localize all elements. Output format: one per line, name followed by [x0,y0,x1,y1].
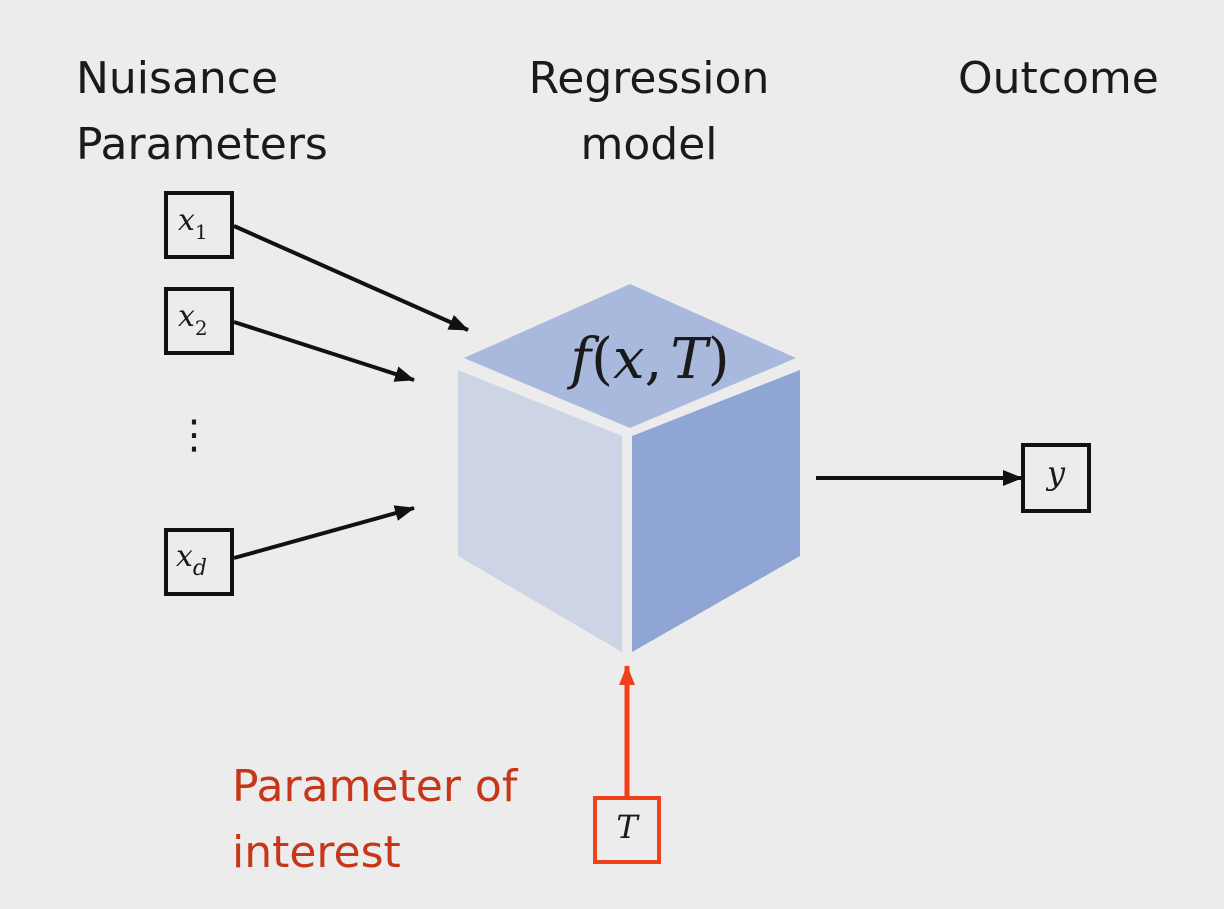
regression-model-heading: Regression model [526,46,772,178]
input-x2-box: x2 [164,287,234,355]
cube-right-face [632,370,800,652]
svg-text:xd: xd [176,539,207,581]
model-T: T [670,327,711,392]
parameter-of-interest-heading: Parameter of interest [232,754,517,886]
arrow-xd-to-model [233,505,415,560]
outcome-heading: Outcome [958,46,1159,112]
arrow-x1-to-model [233,224,469,332]
nuisance-parameters-heading: Nuisance Parameters [76,46,328,178]
interest-heading-line-1: Parameter of [232,761,518,812]
treatment-T-box: T [593,796,661,864]
input-xd-box: xd [164,528,234,596]
treatment-T-var: T [616,808,640,846]
regression-heading-line-2: model [580,119,718,170]
output-y-box: y [1021,443,1091,513]
xd-var: x [176,539,193,574]
input-x1-box: x1 [164,191,234,259]
x1-sub: 1 [195,220,208,244]
arrow-x2-to-model [233,320,415,382]
xd-sub: d [193,556,207,581]
model-open-paren: ( [591,327,613,392]
model-comma: , [645,327,663,392]
model-function-label: f(x,T) [566,327,729,392]
model-x: x [613,327,645,392]
cube-top-face [464,284,796,428]
regression-heading-line-1: Regression [528,53,770,104]
x2-sub: 2 [195,316,208,340]
x2-var: x [178,299,195,334]
nuisance-heading-line-1: Nuisance [76,53,279,104]
svg-text:x1: x1 [178,203,208,244]
nuisance-heading-line-2: Parameters [76,119,328,170]
model-close-paren: ) [708,327,730,392]
x1-var: x [178,203,195,238]
svg-text:x2: x2 [178,299,208,340]
cube-left-face [458,370,622,652]
regression-model-cube [458,284,800,652]
interest-heading-line-2: interest [232,827,401,878]
output-y-var: y [1045,454,1066,492]
outcome-heading-line: Outcome [958,53,1159,104]
inputs-ellipsis: ⋮ [174,412,214,458]
